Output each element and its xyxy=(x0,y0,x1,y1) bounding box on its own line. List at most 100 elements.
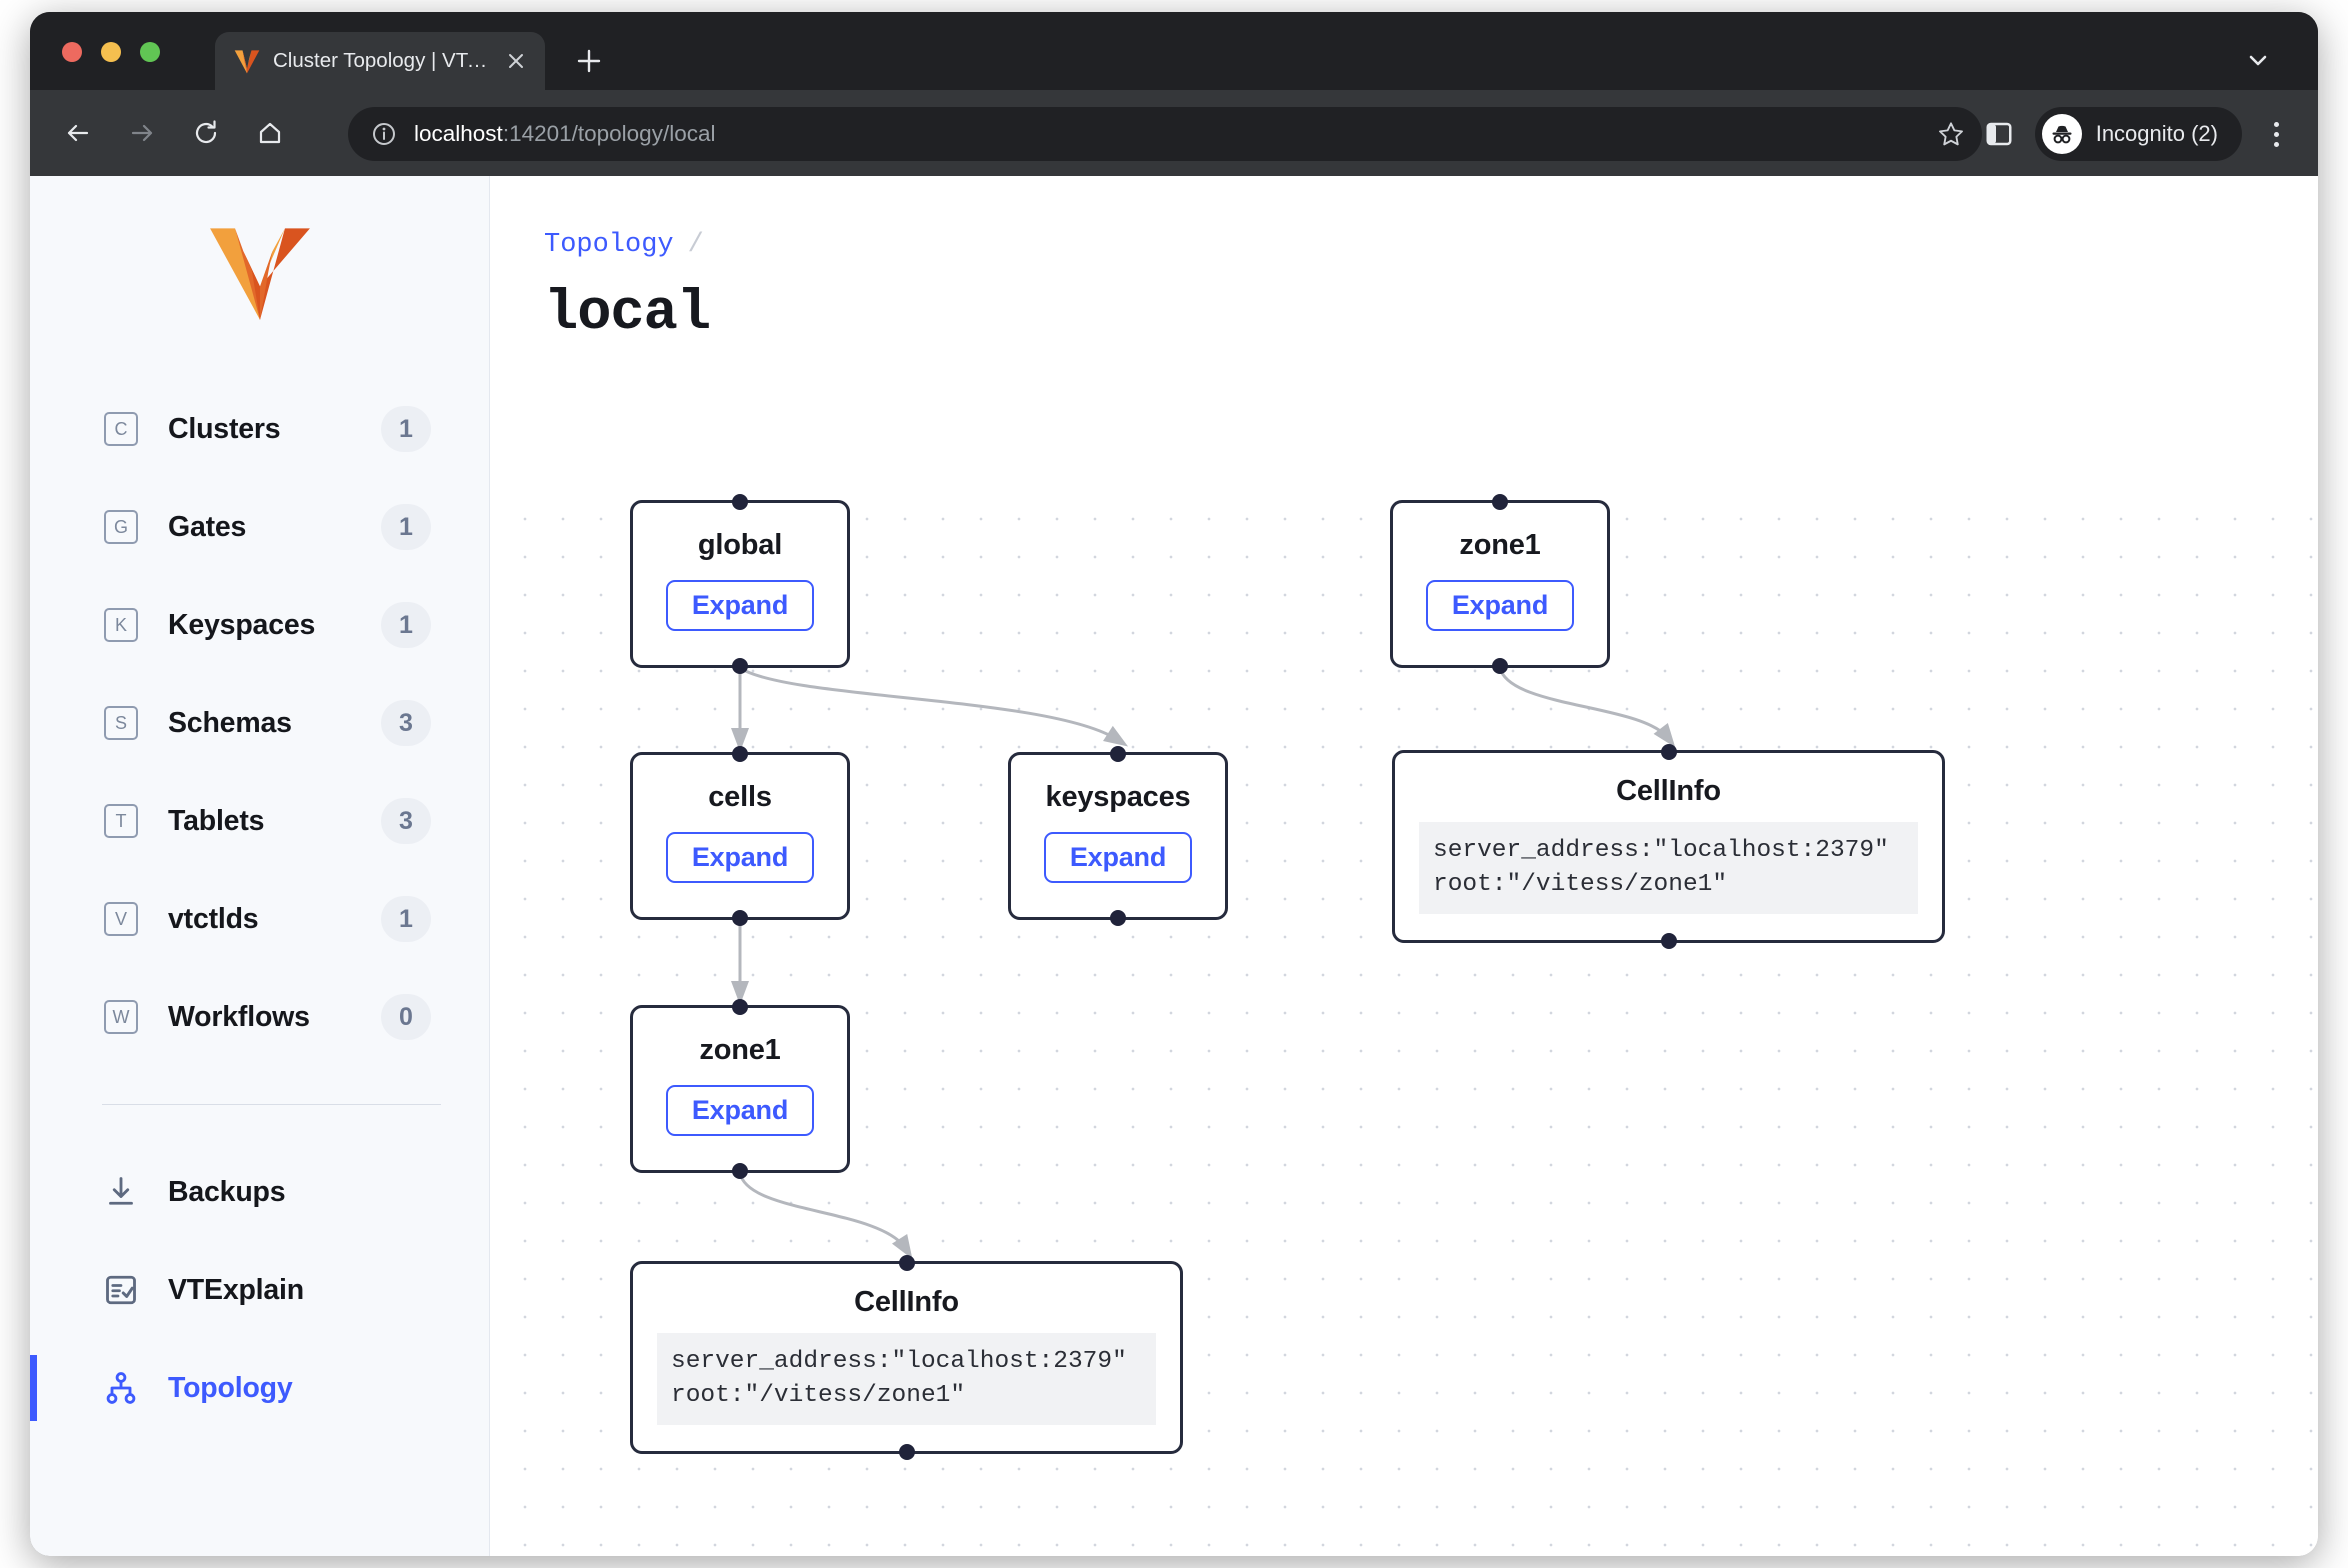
url-host: localhost xyxy=(414,121,503,146)
close-window-button[interactable] xyxy=(62,42,82,62)
sidebar-item-vtexplain[interactable]: VTExplain xyxy=(30,1241,489,1339)
checklist-icon xyxy=(102,1271,140,1309)
sidebar-item-label: Keyspaces xyxy=(168,609,381,642)
sidebar-item-workflows[interactable]: WWorkflows0 xyxy=(30,968,489,1066)
browser-toolbar: localhost:14201/topology/local xyxy=(30,90,2318,176)
profile-label: Incognito (2) xyxy=(2096,121,2218,147)
letter-g-icon: G xyxy=(102,508,140,546)
cellinfo-code: server_address:"localhost:2379" root:"/v… xyxy=(1419,822,1918,914)
topology-node-cells[interactable]: cells Expand xyxy=(630,752,850,920)
menu-dot xyxy=(2274,132,2279,137)
sidebar-item-backups[interactable]: Backups xyxy=(30,1143,489,1241)
node-port-top xyxy=(1492,494,1508,510)
minimize-window-button[interactable] xyxy=(101,42,121,62)
topology-graph-canvas[interactable]: global Expand cells Expand keyspaces Exp… xyxy=(490,488,2318,1556)
sidebar-item-badge: 3 xyxy=(381,700,431,746)
sidebar-item-label: Topology xyxy=(168,1372,489,1405)
topology-node-cellinfo-right[interactable]: CellInfo server_address:"localhost:2379"… xyxy=(1392,750,1945,943)
letter-glyph: K xyxy=(104,608,138,642)
address-bar[interactable]: localhost:14201/topology/local xyxy=(348,107,1982,161)
sidebar-item-vtctlds[interactable]: Vvtctlds1 xyxy=(30,870,489,968)
sidebar-divider xyxy=(102,1104,441,1105)
sidebar-item-topology[interactable]: Topology xyxy=(30,1339,489,1437)
node-port-top xyxy=(732,494,748,510)
sidebar-item-badge: 1 xyxy=(381,896,431,942)
sidebar-item-tablets[interactable]: TTablets3 xyxy=(30,772,489,870)
sidebar-item-label: VTExplain xyxy=(168,1274,489,1307)
star-icon[interactable] xyxy=(1936,119,1966,149)
hierarchy-icon xyxy=(102,1369,140,1407)
expand-button[interactable]: Expand xyxy=(666,1085,814,1136)
browser-window: Cluster Topology | VTAdmin xyxy=(30,12,2318,1556)
maximize-window-button[interactable] xyxy=(140,42,160,62)
sidebar-item-label: Backups xyxy=(168,1176,489,1209)
home-icon[interactable] xyxy=(248,111,292,155)
sidebar-item-label: Schemas xyxy=(168,707,381,740)
page-viewport: CClusters1GGates1KKeyspaces1SSchemas3TTa… xyxy=(30,176,2318,1556)
forward-arrow-icon[interactable] xyxy=(120,111,164,155)
topology-node-keyspaces[interactable]: keyspaces Expand xyxy=(1008,752,1228,920)
sidebar-primary-nav: CClusters1GGates1KKeyspaces1SSchemas3TTa… xyxy=(30,380,489,1066)
sidebar-secondary-nav: BackupsVTExplainTopology xyxy=(30,1143,489,1437)
node-title: keyspaces xyxy=(1046,781,1191,814)
letter-v-icon: V xyxy=(102,900,140,938)
info-circle-icon[interactable] xyxy=(370,120,398,148)
window-controls xyxy=(62,42,160,62)
sidebar-item-clusters[interactable]: CClusters1 xyxy=(30,380,489,478)
vitess-logo xyxy=(208,224,312,320)
topology-node-zone1-right[interactable]: zone1 Expand xyxy=(1390,500,1610,668)
side-panel-icon[interactable] xyxy=(1975,110,2023,158)
content-header: Topology / local xyxy=(490,176,2318,346)
toolbar-right: Incognito (2) xyxy=(1975,107,2296,161)
node-port-bottom xyxy=(899,1444,915,1460)
letter-glyph: V xyxy=(104,902,138,936)
topology-node-zone1-left[interactable]: zone1 Expand xyxy=(630,1005,850,1173)
node-title: zone1 xyxy=(699,1034,780,1067)
incognito-icon xyxy=(2042,114,2082,154)
vitess-logo-icon xyxy=(233,47,261,75)
expand-button[interactable]: Expand xyxy=(666,580,814,631)
letter-glyph: S xyxy=(104,706,138,740)
sidebar: CClusters1GGates1KKeyspaces1SSchemas3TTa… xyxy=(30,176,490,1556)
sidebar-item-label: Clusters xyxy=(168,413,381,446)
tab-title: Cluster Topology | VTAdmin xyxy=(273,49,493,73)
node-port-top xyxy=(732,999,748,1015)
breadcrumb-link-topology[interactable]: Topology xyxy=(544,230,674,260)
sidebar-item-badge: 1 xyxy=(381,504,431,550)
breadcrumb: Topology / xyxy=(544,230,2318,260)
expand-button[interactable]: Expand xyxy=(1426,580,1574,631)
sidebar-item-keyspaces[interactable]: KKeyspaces1 xyxy=(30,576,489,674)
letter-w-icon: W xyxy=(102,998,140,1036)
letter-glyph: T xyxy=(104,804,138,838)
download-icon xyxy=(102,1173,140,1211)
node-port-bottom xyxy=(1110,910,1126,926)
tab-strip: Cluster Topology | VTAdmin xyxy=(30,12,2318,90)
node-port-bottom xyxy=(1492,658,1508,674)
reload-icon[interactable] xyxy=(184,111,228,155)
three-dot-menu-icon[interactable] xyxy=(2256,107,2296,161)
edge-zone1-cellinfo-bottom xyxy=(740,1173,906,1249)
node-title: global xyxy=(698,529,782,562)
letter-t-icon: T xyxy=(102,802,140,840)
topology-node-global[interactable]: global Expand xyxy=(630,500,850,668)
letter-k-icon: K xyxy=(102,606,140,644)
breadcrumb-separator: / xyxy=(688,230,704,260)
profile-chip[interactable]: Incognito (2) xyxy=(2035,107,2242,161)
menu-dot xyxy=(2274,142,2279,147)
sidebar-item-gates[interactable]: GGates1 xyxy=(30,478,489,576)
expand-button[interactable]: Expand xyxy=(1044,832,1192,883)
node-port-bottom xyxy=(1661,933,1677,949)
close-icon[interactable] xyxy=(501,46,531,76)
letter-s-icon: S xyxy=(102,704,140,742)
sidebar-item-badge: 1 xyxy=(381,406,431,452)
sidebar-logo[interactable] xyxy=(30,214,489,380)
sidebar-item-schemas[interactable]: S Schemas3 xyxy=(30,674,489,772)
browser-tab[interactable]: Cluster Topology | VTAdmin xyxy=(215,32,545,90)
node-port-top xyxy=(1661,744,1677,760)
back-arrow-icon[interactable] xyxy=(56,111,100,155)
chevron-down-icon[interactable] xyxy=(2240,42,2276,78)
node-title: zone1 xyxy=(1459,529,1540,562)
expand-button[interactable]: Expand xyxy=(666,832,814,883)
topology-node-cellinfo-bottom[interactable]: CellInfo server_address:"localhost:2379"… xyxy=(630,1261,1183,1454)
new-tab-icon[interactable] xyxy=(570,42,608,80)
